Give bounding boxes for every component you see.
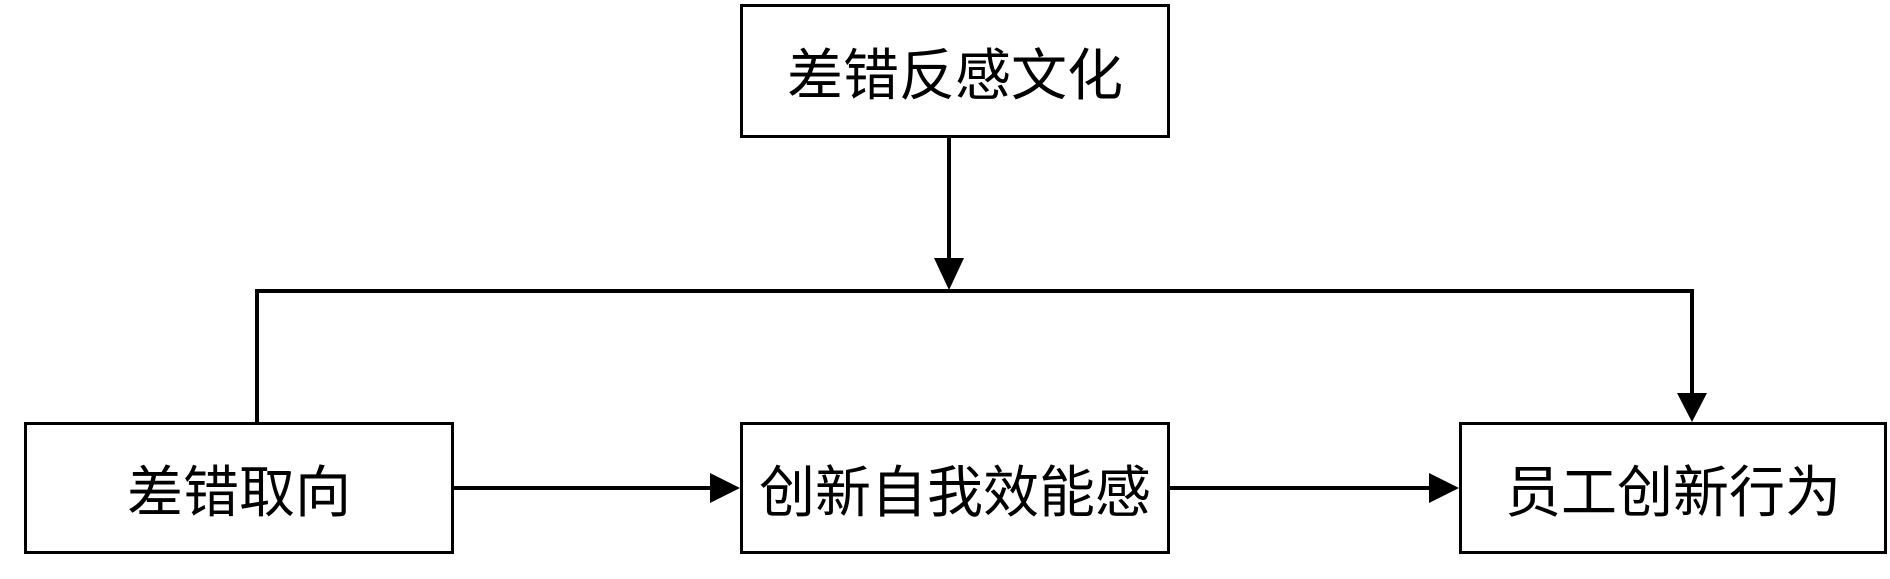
- arrowhead-m-to-y: [1429, 473, 1459, 503]
- node-creative-self-efficacy: 创新自我效能感: [740, 422, 1170, 554]
- node-label: 差错反感文化: [787, 43, 1123, 109]
- node-label: 员工创新行为: [1505, 460, 1841, 526]
- arrowhead-to-dependent: [1677, 393, 1707, 422]
- node-label: 创新自我效能感: [759, 460, 1151, 526]
- bracket-line: [255, 289, 1694, 422]
- node-label: 差错取向: [127, 460, 351, 526]
- node-employee-innovative-behavior: 员工创新行为: [1459, 422, 1887, 554]
- node-error-aversion-culture: 差错反感文化: [740, 4, 1170, 138]
- arrowhead-moderator: [934, 258, 964, 290]
- arrowhead-x-to-m: [710, 473, 740, 503]
- node-error-orientation: 差错取向: [24, 422, 454, 554]
